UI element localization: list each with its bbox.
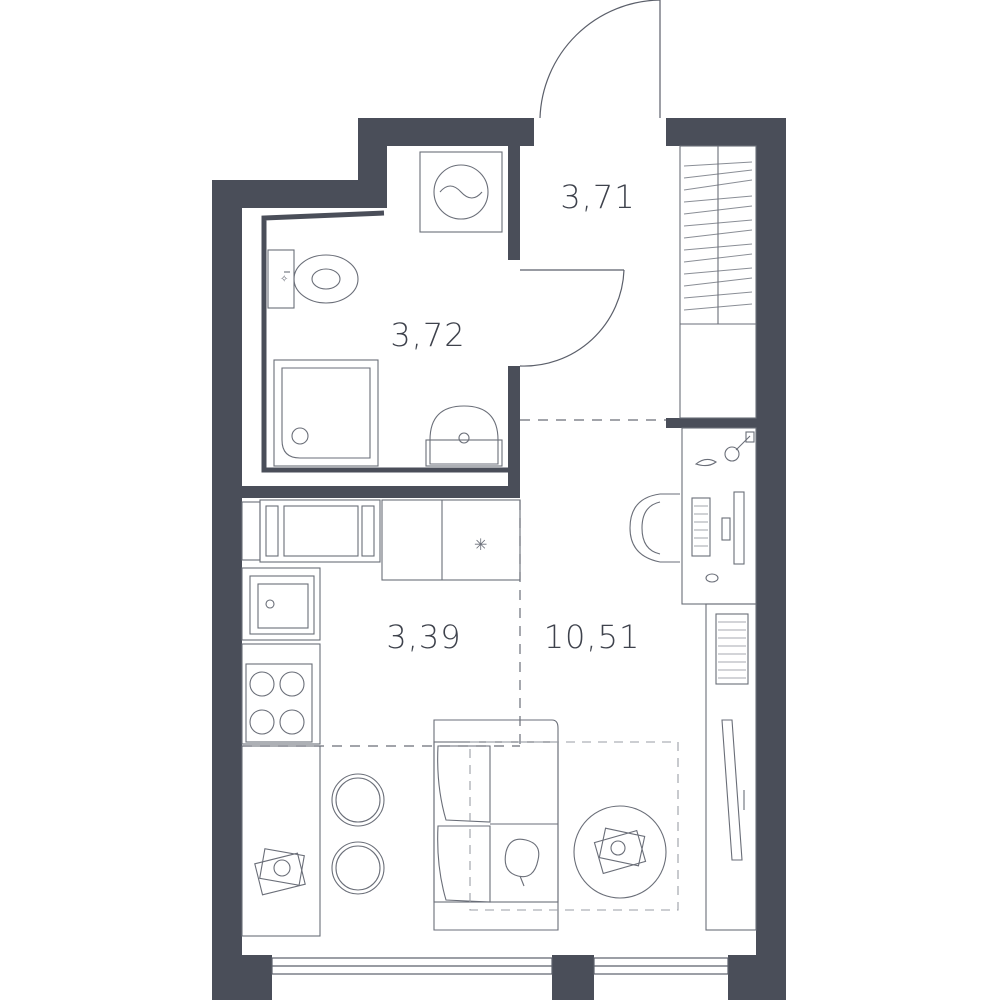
stools — [331, 773, 385, 895]
wardrobe — [679, 145, 757, 419]
washing-machine — [419, 151, 503, 233]
coffee-table — [573, 805, 667, 899]
wall-wardrobe-divider — [666, 418, 756, 428]
wall-bottom-mid-pier — [552, 955, 594, 1000]
windows — [271, 957, 729, 975]
walls — [212, 118, 786, 1000]
wall-right-outer — [756, 118, 786, 960]
cooktop — [241, 643, 321, 745]
toilet: ✧ — [267, 249, 359, 309]
kitchen-area-label: 3,39 — [386, 618, 461, 656]
bathroom-door — [519, 269, 625, 367]
kitchen-counter-lower — [241, 745, 321, 937]
wall-bath-right-lower — [508, 366, 520, 498]
sink — [425, 405, 503, 467]
svg-text:✧: ✧ — [280, 274, 288, 285]
wall-top-left — [212, 180, 387, 208]
kitchen-sink — [241, 567, 321, 641]
bathroom-area-label: 3,72 — [390, 316, 465, 354]
bathroom-inner-outline — [261, 210, 508, 473]
sofa — [433, 719, 559, 931]
papers-on-counter — [254, 848, 306, 896]
rug — [469, 741, 679, 911]
wall-bath-bottom — [242, 486, 520, 498]
entry-door — [539, 0, 661, 119]
wall-bath-right-upper — [508, 146, 520, 260]
desk-chair — [629, 493, 680, 563]
wall-left-outer — [212, 180, 242, 960]
living-area-label: 10,51 — [544, 618, 641, 656]
wall-bottom-right — [728, 955, 786, 1000]
shelving-unit — [705, 603, 757, 931]
shower-tray — [273, 359, 379, 467]
wall-bottom-left — [212, 955, 272, 1000]
desk — [681, 427, 757, 605]
hallway-area-label: 3,71 — [560, 178, 635, 216]
wall-top-middle — [358, 118, 534, 146]
kitchen-upper-unit: ✳ — [241, 499, 521, 581]
fridge-icon: ✳ — [474, 535, 487, 554]
